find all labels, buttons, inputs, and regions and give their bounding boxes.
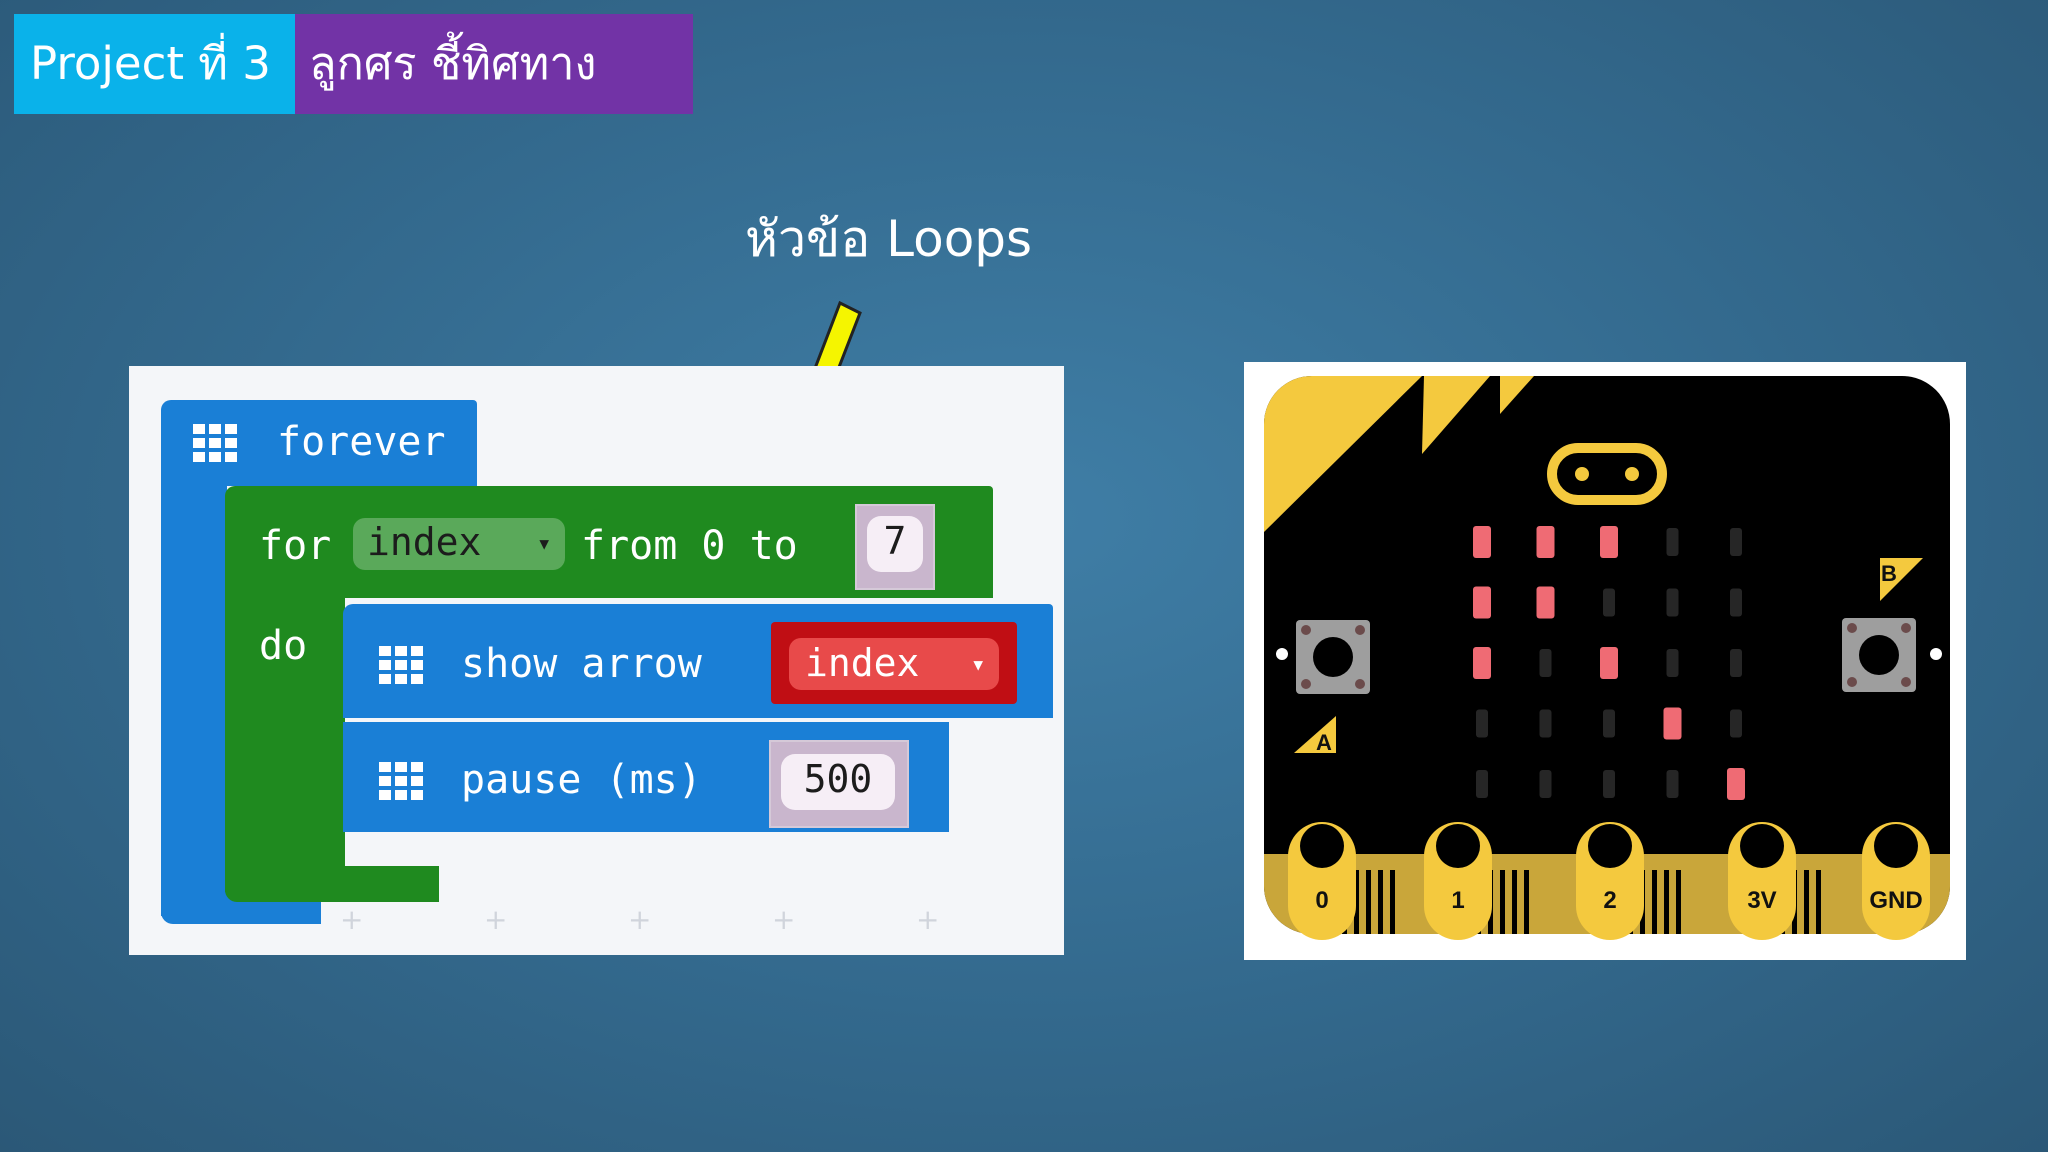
for-loop-arm: [225, 592, 345, 892]
pin-label: 3V: [1747, 887, 1776, 914]
led-off: [1476, 709, 1488, 738]
pin-2[interactable]: 2: [1576, 822, 1644, 940]
logo-eye-dot: [1575, 467, 1589, 481]
pause-value-input[interactable]: 500: [781, 754, 895, 810]
project-number-banner: Project ที่ 3: [14, 14, 295, 114]
show-arrow-label: show arrow: [461, 641, 702, 687]
loop-variable-dropdown[interactable]: index ▼: [353, 518, 565, 570]
led-off: [1666, 770, 1679, 798]
for-loop-foot: [225, 866, 439, 902]
loop-variable-label: index: [367, 520, 482, 564]
led-on: [1473, 526, 1491, 558]
arrow-argument-label: index: [805, 641, 920, 685]
grid-marker: +: [340, 903, 364, 936]
pause-label: pause (ms): [461, 757, 702, 803]
led-off: [1730, 649, 1742, 677]
grid-marker: +: [772, 903, 796, 936]
pin-1[interactable]: 1: [1424, 822, 1492, 940]
led-on: [1663, 707, 1682, 740]
led-matrix: [1473, 526, 1745, 800]
pin-label: 1: [1451, 887, 1464, 914]
led-off: [1603, 709, 1615, 738]
led-off: [1603, 770, 1615, 798]
dropdown-caret-icon: ▼: [539, 534, 549, 553]
grid-icon: [379, 762, 423, 800]
arrow-argument-dropdown[interactable]: index ▼: [789, 638, 999, 690]
microbit-logo-icon: [1547, 443, 1667, 505]
grid-icon: [379, 646, 423, 684]
led-off: [1730, 588, 1742, 617]
pin-gnd[interactable]: GND: [1862, 822, 1930, 940]
button-a[interactable]: [1296, 620, 1370, 694]
led-on: [1600, 526, 1618, 558]
microbit-simulator-panel: A B 0 1 2 3V GND: [1244, 362, 1966, 960]
code-blocks-panel: + + + + + forever for index ▼ from 0 to …: [129, 366, 1064, 955]
board-corner-stripe: [1500, 376, 1534, 414]
led-off: [1539, 770, 1552, 798]
right-edge-dot: [1930, 648, 1942, 660]
board-corner-stripe: [1264, 376, 1422, 532]
forever-label: forever: [277, 419, 446, 465]
dropdown-caret-icon: ▼: [973, 655, 983, 674]
led-on: [1600, 647, 1618, 679]
project-title-banner: ลูกศร ชี้ทิศทาง: [295, 14, 693, 114]
button-b-marker: [1880, 558, 1923, 601]
led-off: [1730, 709, 1742, 738]
annotation-label: หัวข้อ Loops: [745, 210, 1033, 268]
grid-marker: +: [916, 903, 940, 936]
button-a-marker: [1294, 716, 1336, 753]
led-off: [1539, 709, 1552, 738]
from-to-label: from 0 to: [581, 523, 798, 569]
for-label: for: [259, 523, 332, 569]
button-b[interactable]: [1842, 618, 1916, 692]
grid-marker: +: [628, 903, 652, 936]
led-off: [1603, 588, 1615, 617]
led-on: [1536, 526, 1555, 558]
led-off: [1666, 528, 1679, 556]
pin-label: 0: [1315, 887, 1328, 914]
pin-row: 0 1 2 3V GND: [1288, 822, 1930, 940]
button-a-label: A: [1316, 730, 1332, 755]
left-edge-dot: [1276, 648, 1288, 660]
logo-eye-dot: [1625, 467, 1639, 481]
pin-label: 2: [1603, 887, 1616, 914]
do-label: do: [259, 623, 308, 669]
button-b-label: B: [1881, 561, 1897, 586]
led-off: [1666, 649, 1679, 677]
pin-0[interactable]: 0: [1288, 822, 1356, 940]
grid-marker: +: [484, 903, 508, 936]
led-off: [1730, 528, 1742, 556]
led-on: [1536, 586, 1555, 619]
led-off: [1539, 649, 1552, 677]
led-on: [1727, 768, 1745, 800]
pin-label: GND: [1869, 887, 1922, 914]
board-corner-stripe: [1422, 376, 1490, 454]
led-on: [1473, 647, 1491, 679]
pin-3v[interactable]: 3V: [1728, 822, 1796, 940]
led-off: [1476, 770, 1488, 798]
led-on: [1473, 586, 1491, 619]
grid-icon: [193, 424, 237, 462]
to-value-input[interactable]: 7: [867, 516, 923, 572]
forever-block-arm: [161, 476, 227, 916]
led-off: [1666, 588, 1679, 617]
